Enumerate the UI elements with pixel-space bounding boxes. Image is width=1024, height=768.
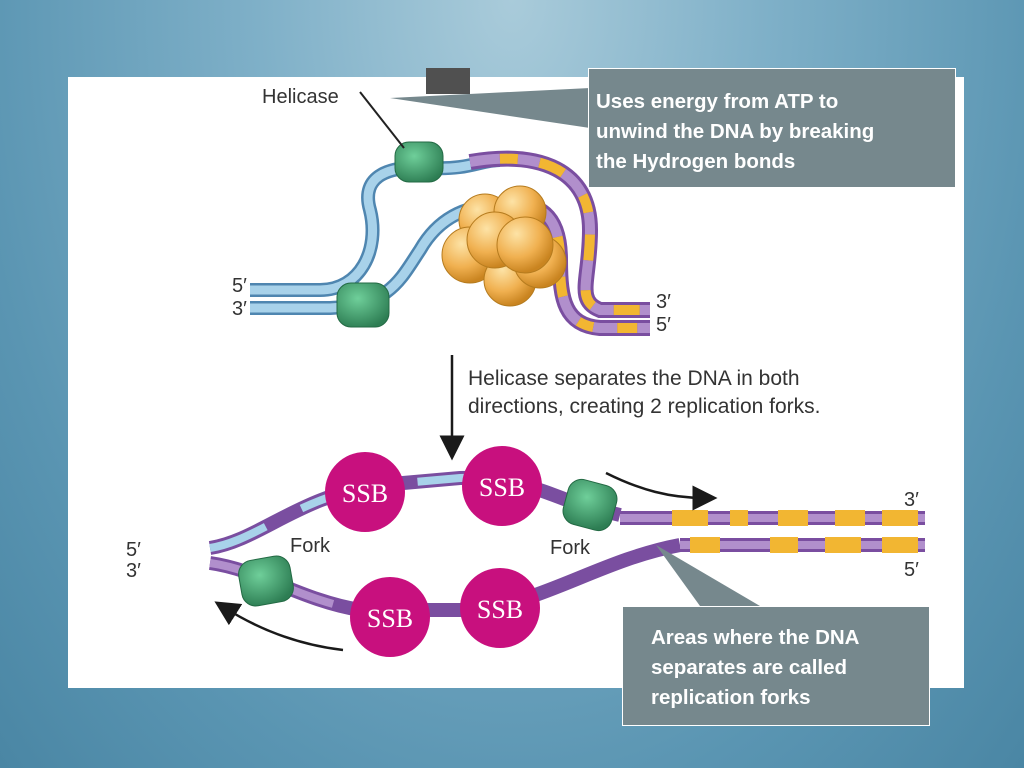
ssb-protein-1: SSB (325, 452, 405, 532)
ssb-label-3: SSB (367, 604, 413, 633)
callout-bottom-line-3: replication forks (651, 686, 811, 709)
callout-helicase-function: Uses energy from ATP to unwind the DNA b… (588, 68, 956, 188)
ssb-label-2: SSB (479, 473, 525, 502)
green-protein-top-2 (336, 282, 390, 328)
callout-pointer-bottom (656, 545, 760, 606)
ssb-protein-2: SSB (462, 446, 542, 526)
ssb-label-1: SSB (342, 479, 388, 508)
top-dna-molecule (250, 150, 650, 336)
right-curved-arrow (605, 471, 718, 511)
top-left-5prime: 5′ (232, 275, 247, 297)
callout-top-line-3: the Hydrogen bonds (596, 150, 796, 173)
ssb-protein-3: SSB (350, 577, 430, 657)
callout-top-line-2: unwind the DNA by breaking (596, 120, 875, 143)
ssb-label-4: SSB (477, 595, 523, 624)
top-right-5prime: 5′ (656, 314, 671, 336)
fork-label-right: Fork (550, 537, 591, 559)
fork-label-left: Fork (290, 535, 331, 557)
green-protein-top-1 (394, 141, 444, 183)
green-protein-bottom-left (238, 555, 294, 607)
callout-bottom-line-1: Areas where the DNA (651, 626, 860, 649)
callout-replication-forks: Areas where the DNA separates are called… (622, 606, 930, 726)
left-curved-arrow (214, 601, 344, 652)
bottom-left-5prime: 5′ (126, 539, 141, 561)
callout-pointer-top (390, 88, 590, 128)
helicase-label: Helicase (262, 86, 339, 108)
green-protein-bottom-right (562, 478, 618, 532)
ssb-protein-4: SSB (460, 568, 540, 648)
helicase-complex (441, 185, 567, 307)
bottom-right-3prime: 3′ (904, 489, 919, 511)
dark-square-decoration (426, 68, 470, 94)
top-right-3prime: 3′ (656, 291, 671, 313)
callout-top-line-1: Uses energy from ATP to (596, 90, 839, 113)
caption-line-2: directions, creating 2 replication forks… (468, 395, 821, 418)
bottom-left-3prime: 3′ (126, 560, 141, 582)
top-left-3prime: 3′ (232, 298, 247, 320)
callout-bottom-line-2: separates are called (651, 656, 848, 679)
bottom-right-5prime: 5′ (904, 559, 919, 581)
caption-line-1: Helicase separates the DNA in both (468, 367, 800, 390)
helicase-pointer-line (359, 91, 405, 149)
